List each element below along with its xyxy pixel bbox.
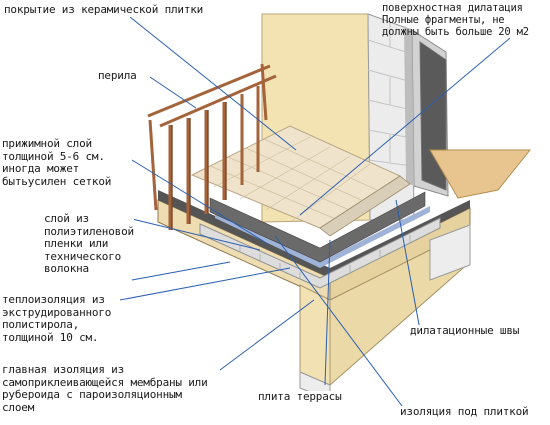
railing-shadow-posts [171,102,227,230]
tile-grid [209,136,387,222]
railing [147,63,277,230]
window-inner-frame [404,26,414,186]
label-terrace-slab: плита террасы [258,390,342,404]
label-expansion-joints: дилатационные швы [410,324,520,338]
label-under-tile-insulation: изоляция под плиткой [400,405,529,419]
label-surface-expansion: поверхностная дилатация Полные фрагменты… [382,2,529,38]
leader-lines [119,16,511,411]
thermal-insulation-boards [199,217,441,289]
label-film-layer: слой из полиэтиленовой пленки или технич… [44,212,134,276]
interior-wood-floor [429,149,532,199]
label-thermal-insulation: теплоизоляция из экструдированного полис… [2,293,112,344]
label-main-insulation: главная изоляция из самоприклеивающейся … [2,363,208,414]
film-layer [215,206,430,268]
insulation-hatching [239,235,411,279]
pressure-screed [209,191,426,263]
label-railing: перила [98,69,137,83]
expansion-joint-strip [319,175,411,237]
label-pressure-layer: прижимной слой толщиной 5-6 см. иногда м… [2,137,112,188]
label-tile-cover: покрытие из керамической плитки [4,3,204,17]
